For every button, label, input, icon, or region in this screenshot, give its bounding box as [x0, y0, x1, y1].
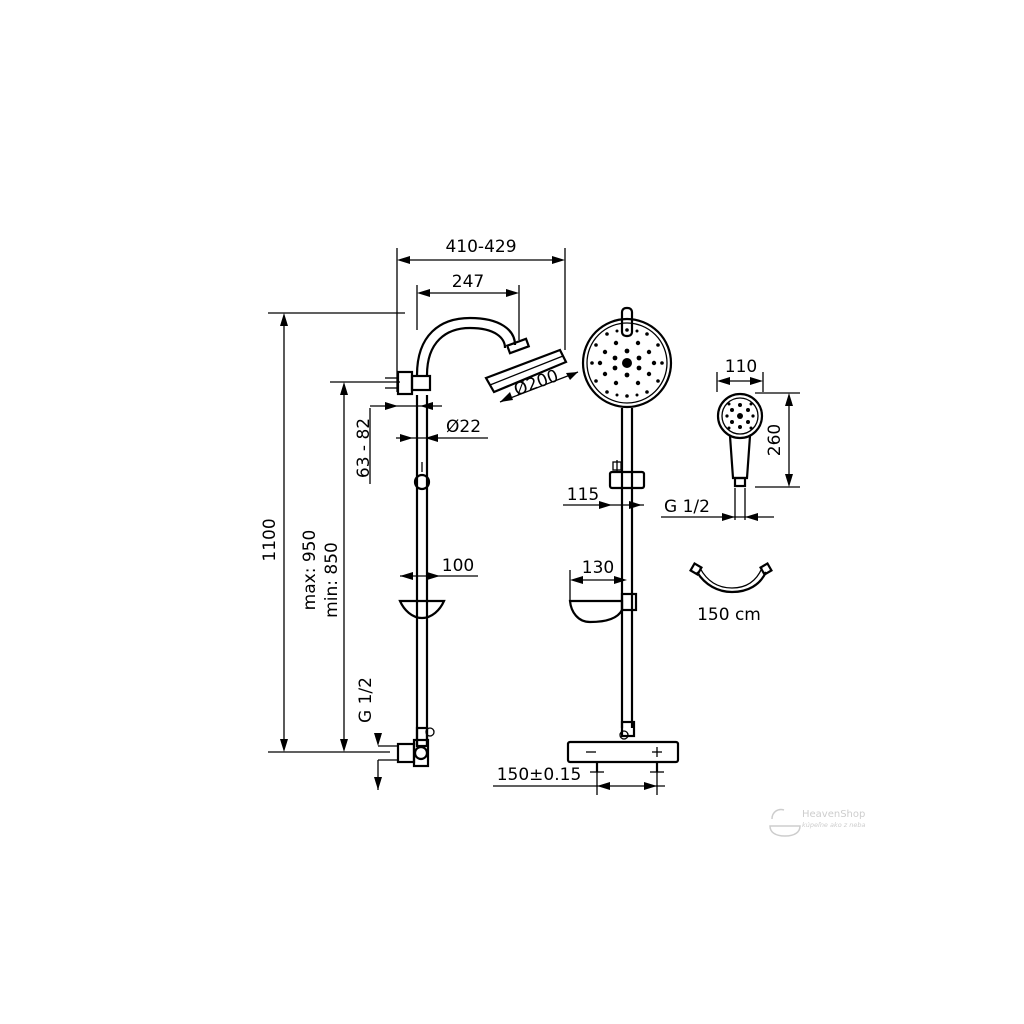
dimension-max-min-height: max: 950 min: 850	[300, 381, 400, 752]
hose-detail: 150 cm	[689, 562, 773, 625]
dimension-pipe-diameter: Ø22	[396, 417, 488, 442]
dimension-arm-reach: 247	[416, 272, 520, 340]
mixer-side: G 1/2	[356, 677, 435, 790]
watermark-brand: HeavenShop	[802, 809, 865, 820]
mixer-spacing-label: 150±0.15	[497, 765, 582, 785]
side-view: 1100 max: 950 min: 850 63 - 82 Ø22	[260, 237, 579, 790]
dimension-shelf-offset: 100	[400, 556, 478, 580]
dimension-wall-bracket: 63 - 82	[354, 402, 442, 484]
slider-offset-label: 115	[567, 485, 599, 505]
hand-shower-width-label: 110	[725, 357, 757, 377]
soap-shelf-side	[398, 599, 446, 620]
head-shower-front	[581, 317, 673, 409]
head-shower-side: Ø200	[484, 337, 579, 403]
dimension-shelf-width: 130	[569, 558, 627, 602]
front-view: 115 130	[493, 306, 680, 795]
overall-height-label: 1100	[260, 518, 280, 561]
slider-front	[608, 460, 646, 490]
watermark-logo: HeavenShop kúpeľne ako z neba	[769, 808, 866, 837]
dimension-hand-shower-length: 260	[755, 392, 800, 488]
max-height-label: max: 950	[300, 530, 320, 611]
wall-bracket-label: 63 - 82	[354, 418, 374, 478]
watermark-tagline: kúpeľne ako z neba	[802, 821, 866, 829]
slider-side	[413, 462, 431, 491]
dimension-mixer-spacing: 150±0.15	[493, 765, 665, 795]
hand-shower-detail: 110 260	[661, 357, 800, 521]
dimension-hose-thread: G 1/2	[661, 488, 774, 521]
hose-length-label: 150 cm	[697, 605, 761, 625]
dimension-arm-length: 410-429	[396, 237, 566, 392]
hose-thread-label: G 1/2	[664, 497, 710, 517]
thermostatic-mixer-front	[566, 740, 680, 773]
soap-shelf-front	[568, 599, 624, 624]
head-diameter-label: Ø200	[511, 366, 561, 400]
dimension-slider-offset: 115	[563, 485, 644, 509]
inlet-thread-side-label: G 1/2	[356, 677, 376, 723]
pipe-diameter-label: Ø22	[446, 417, 481, 437]
shelf-offset-label: 100	[442, 556, 474, 576]
wall-bracket-top	[385, 370, 432, 396]
arm-length-label: 410-429	[445, 237, 516, 257]
dimension-overall-height: 1100	[260, 312, 405, 753]
hand-shower-length-label: 260	[765, 424, 785, 456]
min-height-label: min: 850	[322, 542, 342, 618]
arm-reach-label: 247	[452, 272, 484, 292]
dimension-hand-shower-width: 110	[716, 357, 764, 392]
shelf-width-label: 130	[582, 558, 614, 578]
